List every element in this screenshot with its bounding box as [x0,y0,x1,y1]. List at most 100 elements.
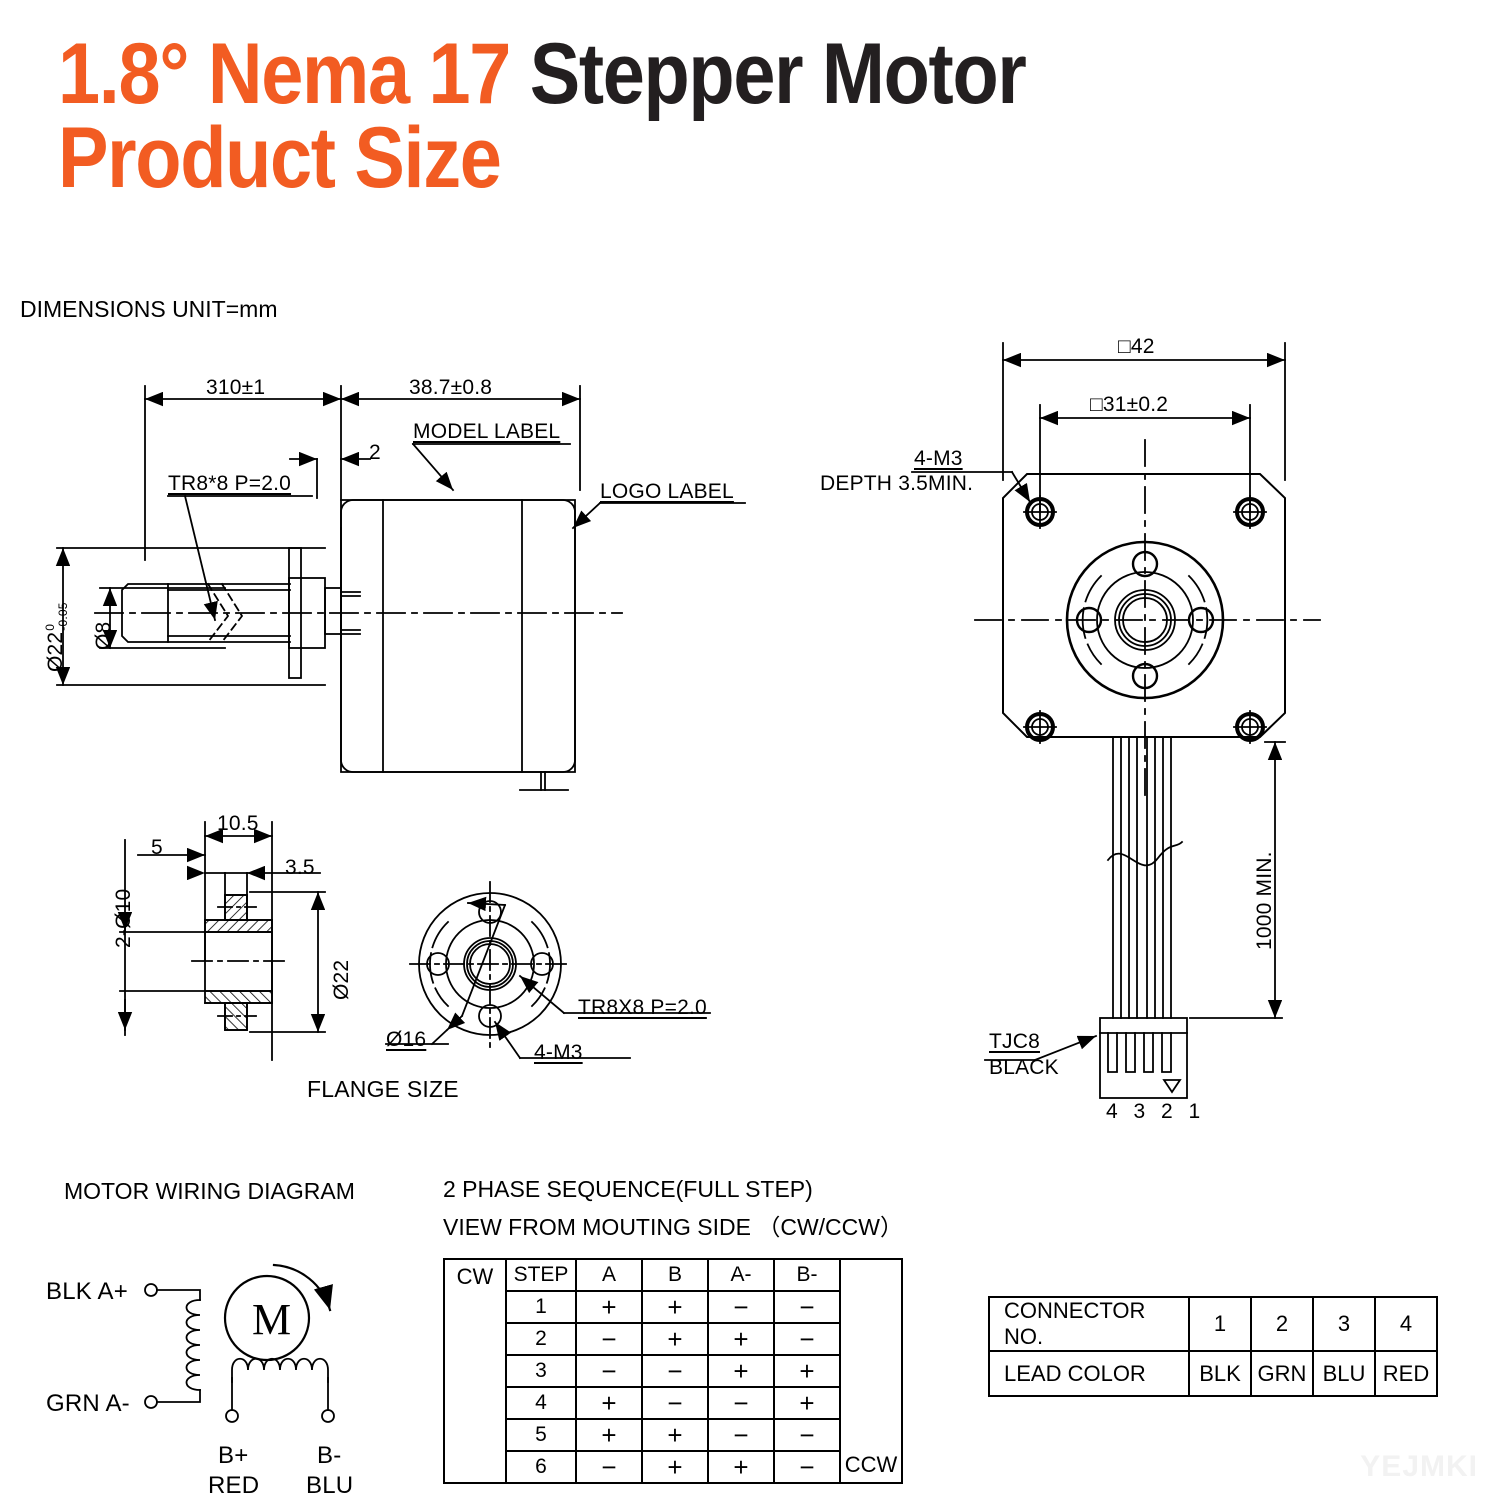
label-terminal-a-plus: BLK A+ [46,1278,128,1305]
ccw-label: CCW [844,1452,898,1477]
heading-wiring-diagram: MOTOR WIRING DIAGRAM [64,1178,355,1204]
row-label-connector-no: CONNECTOR NO. [988,1296,1190,1352]
dim-lead-length: 1000 MIN. [1253,851,1276,950]
dim-flange-width-a: 5 [151,836,163,859]
lead-color-2: GRN [1250,1350,1314,1397]
cell-b: − [641,1386,709,1420]
caption-flange-size: FLANGE SIZE [307,1076,459,1102]
table-row: 6 − + + − [444,1450,902,1484]
label-connector-name: TJC8 [989,1030,1040,1053]
cell-a: − [575,1450,643,1484]
col-header-step: STEP [505,1258,577,1292]
table-row: 3 − − + + [444,1354,902,1388]
note-tr8-thread: TR8*8 P=2.0 [168,472,292,495]
lead-color-4: RED [1374,1350,1438,1397]
watermark: YEJMKI [1360,1450,1478,1483]
cell-step: 6 [505,1450,577,1484]
cell-a: + [575,1418,643,1452]
table-row: 5 + + − − [444,1418,902,1452]
dim-square-31: □31±0.2 [1090,393,1169,416]
cell-step: 5 [505,1418,577,1452]
note-4-m3: 4-M3 [914,447,963,470]
cell-b: + [641,1418,709,1452]
title-product: Stepper Motor [509,26,1027,122]
cell-b-minus: − [773,1450,841,1484]
cell-a-minus: − [707,1386,775,1420]
table-row: 4 + − − + [444,1386,902,1420]
connector-lead-color-table: CONNECTOR NO. 1 2 3 4 LEAD COLOR BLK GRN… [988,1296,1438,1397]
dim-gap: 2 [369,441,381,464]
cell-b: + [641,1290,709,1324]
col-header-b: B [641,1258,709,1292]
connector-no-1: 1 [1188,1296,1252,1352]
col-header-a-minus: A- [707,1258,775,1292]
table-row: CONNECTOR NO. 1 2 3 4 [988,1296,1438,1352]
dim-square-42: □42 [1118,335,1155,358]
connector-no-3: 3 [1312,1296,1376,1352]
cell-b-minus: + [773,1354,841,1388]
cell-a-minus: − [707,1290,775,1324]
dim-flange-total-width: 10.5 [217,812,259,835]
table-row: 2 − + + − [444,1322,902,1356]
cell-a: + [575,1386,643,1420]
lead-color-1: BLK [1188,1350,1252,1397]
dim-flange-width-b: 3.5 [285,856,315,879]
cell-a: + [575,1290,643,1324]
dimensions-unit-note: DIMENSIONS UNIT=mm [20,296,278,322]
dim-flange-holes: 2-Ø10 [112,888,135,948]
cell-b-minus: − [773,1290,841,1324]
note-flange-thread: TR8X8 P=2.0 [578,996,707,1019]
label-terminal-b-minus-color: BLU [306,1472,354,1499]
cw-direction-cell: CW [443,1258,507,1484]
dim-flange-bore: Ø16 [386,1028,427,1051]
note-flange-screws: 4-M3 [534,1041,583,1064]
cell-b-minus: + [773,1386,841,1420]
cell-a: − [575,1354,643,1388]
cell-step: 1 [505,1290,577,1324]
cell-a-minus: + [707,1450,775,1484]
cell-b-minus: − [773,1418,841,1452]
cell-b-minus: − [773,1322,841,1356]
dim-flange-diameter: Ø22 [330,959,353,1000]
label-logo: LOGO LABEL [600,480,734,503]
cell-step: 3 [505,1354,577,1388]
connector-no-4: 4 [1374,1296,1438,1352]
label-connector-color: BLACK [989,1056,1059,1079]
heading-phase-sequence-1: 2 PHASE SEQUENCE(FULL STEP) [443,1176,813,1202]
dim-shaft-length: 310±1 [206,376,266,399]
col-header-b-minus: B- [773,1258,841,1292]
ccw-direction-cell: CCW [839,1258,903,1484]
phase-sequence-table: CW STEP A B A- B- CCW 1 + + − − 2 − + [443,1258,903,1484]
cell-a: − [575,1322,643,1356]
label-model: MODEL LABEL [413,420,561,443]
dim-body-length: 38.7±0.8 [409,376,493,399]
cell-b: − [641,1354,709,1388]
label-terminal-b-plus-color: RED [208,1472,260,1499]
dim-shaft-diameter: Ø8 [92,621,115,650]
note-depth-3-5: DEPTH 3.5MIN. [820,472,974,495]
table-row: CW STEP A B A- B- CCW [443,1258,903,1484]
cell-step: 2 [505,1322,577,1356]
cell-b: + [641,1450,709,1484]
label-terminal-b-minus: B- [317,1442,342,1469]
title-line-2: Product Size [58,110,502,207]
label-pin-numbers: 4 3 2 1 [1106,1100,1206,1123]
label-terminal-b-plus: B+ [218,1442,249,1469]
cell-a-minus: − [707,1418,775,1452]
title-line-1: 1.8° Nema 17 Stepper Motor [58,31,1308,117]
label-terminal-a-minus: GRN A- [46,1390,130,1417]
title-model: 1.8° Nema 17 [58,26,511,122]
cell-b: + [641,1322,709,1356]
row-label-lead-color: LEAD COLOR [988,1350,1190,1397]
label-motor-symbol: M [252,1295,292,1344]
table-row: 1 + + − − [444,1290,902,1324]
heading-phase-sequence-2: VIEW FROM MOUTING SIDE （CW/CCW） [443,1214,903,1240]
col-header-a: A [575,1258,643,1292]
cell-a-minus: + [707,1322,775,1356]
table-row: LEAD COLOR BLK GRN BLU RED [988,1350,1438,1397]
lead-color-3: BLU [1312,1350,1376,1397]
page-title: 1.8° Nema 17 Stepper Motor Product Size [58,31,1478,207]
connector-no-2: 2 [1250,1296,1314,1352]
cell-step: 4 [505,1386,577,1420]
